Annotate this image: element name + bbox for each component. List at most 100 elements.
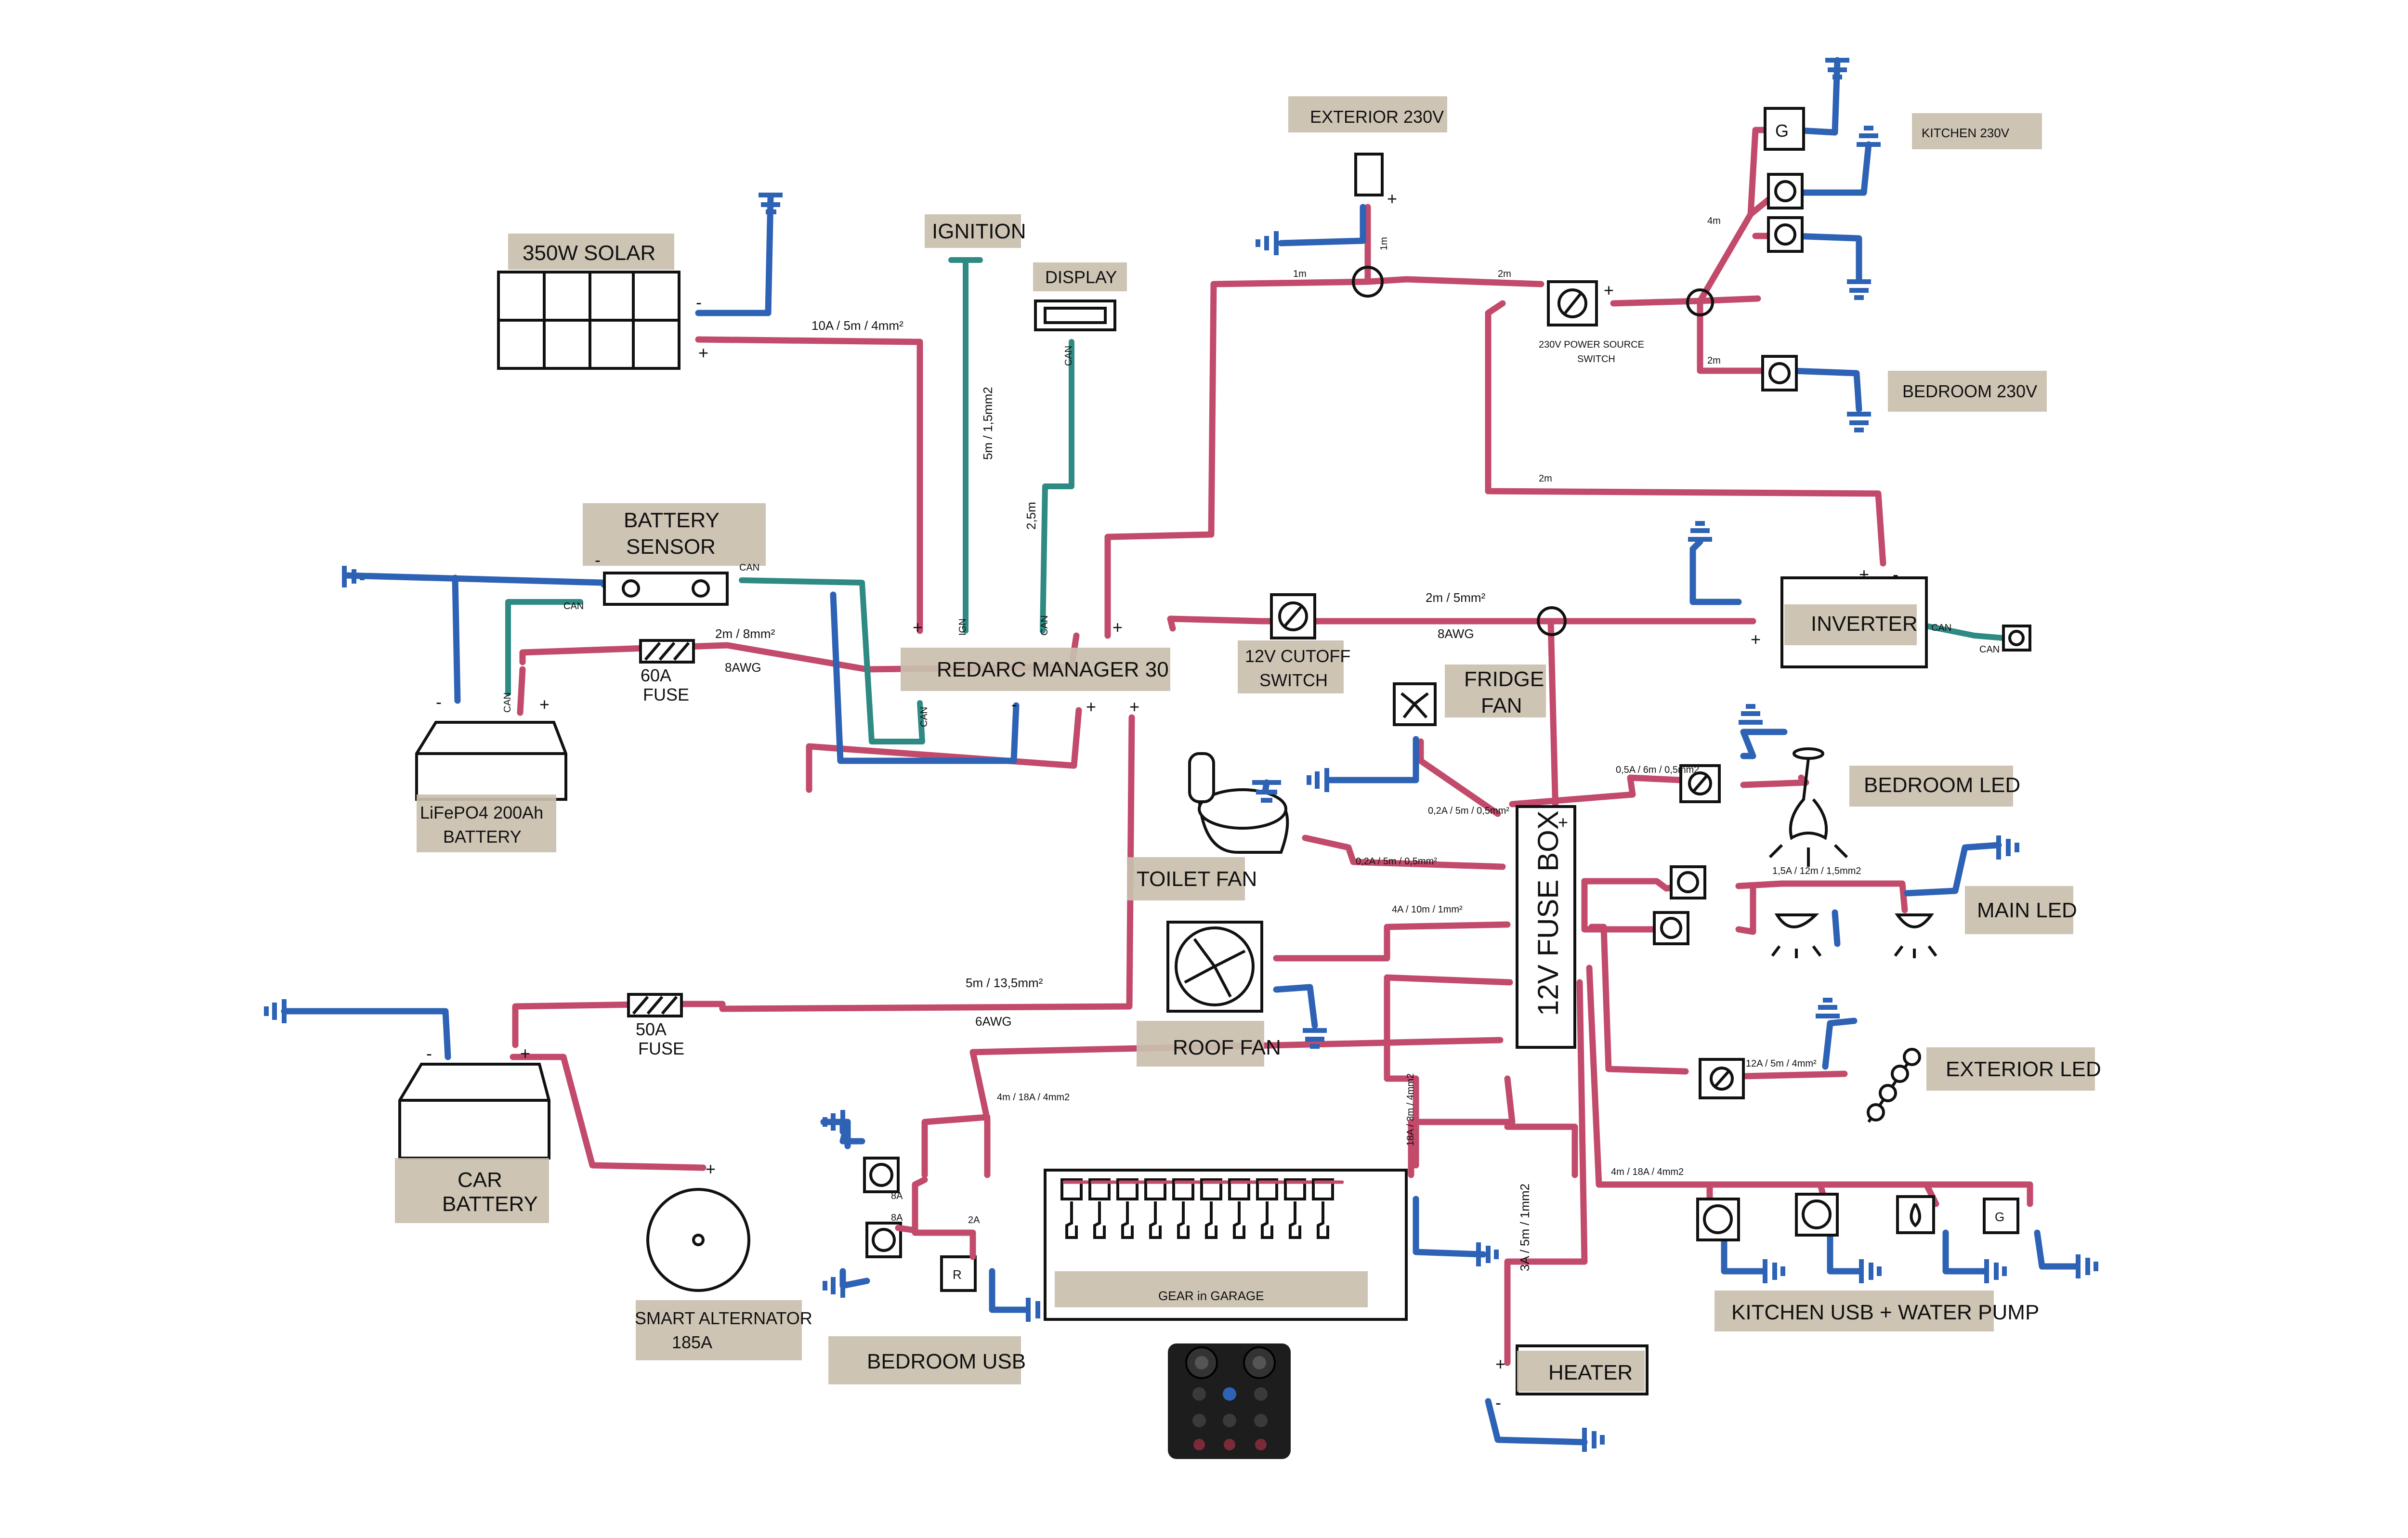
lifepo4-battery <box>415 721 567 801</box>
fridge-fan-label: FRIDGE <box>1464 667 1544 691</box>
kitchen-usb-1 <box>1696 1198 1740 1241</box>
exterior-230v-label: EXTERIOR 230V <box>1310 107 1444 127</box>
power-source-switch <box>1547 280 1598 326</box>
fuse-50a <box>627 993 683 1017</box>
kitchen-generator-switch: G <box>1983 1198 2019 1234</box>
toilet-fan-label: TOILET FAN <box>1137 867 1257 891</box>
display-can-label: CAN <box>1063 346 1074 366</box>
fuse-50a-label-2: FUSE <box>638 1039 684 1058</box>
junctions <box>1352 266 1714 636</box>
garage-fuse-panel <box>1044 1169 1408 1321</box>
water-pump-switch <box>1896 1195 1935 1234</box>
ground-icon <box>342 566 365 587</box>
garage-fuse-lead <box>1093 1201 1106 1239</box>
heater-wire-spec: 3A / 5m / 1mm2 <box>1518 1184 1532 1271</box>
bedroom-reading-switch: R <box>940 1255 977 1292</box>
bedroom-usb-2 <box>865 1222 902 1258</box>
garage-label: GEAR in GARAGE <box>1158 1289 1264 1303</box>
fuse-50a-label: 50A <box>636 1019 667 1039</box>
roof-fan-label: ROOF FAN <box>1173 1036 1281 1059</box>
fusebox-plus: + <box>1558 812 1568 832</box>
positive-wires <box>510 127 2033 1366</box>
battery-wire-awg: 8AWG <box>725 660 761 675</box>
fuse-60a-label: 60A <box>641 665 671 685</box>
ground-icon <box>1307 768 1329 792</box>
fuse-60a <box>639 639 695 664</box>
kitchen-usb-2 <box>1795 1193 1839 1237</box>
fridge-wire-spec: 0,2A / 5m / 0,5mm² <box>1428 806 1509 816</box>
svg-text:R: R <box>953 1267 962 1282</box>
ground-icon <box>1739 704 2019 860</box>
inverter-230-wire-spec: 2m <box>1539 473 1552 484</box>
svg-text:G: G <box>1995 1210 2004 1224</box>
garage-fuse-lead <box>1317 1201 1329 1239</box>
car-wire-awg: 6AWG <box>975 1014 1012 1029</box>
bedroom-r-feed-wire <box>912 1229 976 1260</box>
power-source-switch-label-2: SWITCH <box>1577 354 1615 365</box>
roof-fan <box>1166 921 1263 1013</box>
fuse-60a-label-2: FUSE <box>643 685 689 704</box>
inverter-can-label-2: CAN <box>1979 644 2000 655</box>
inverter-can-label: CAN <box>1931 623 1951 633</box>
solar-minus: - <box>696 292 702 312</box>
main-led-label: MAIN LED <box>1977 899 2077 922</box>
roof-wire-spec: 4A / 10m / 1mm² <box>1392 904 1463 915</box>
fuse-box: 12V FUSE BOX <box>1516 805 1576 1049</box>
car-wire-spec: 5m / 13,5mm² <box>966 976 1043 990</box>
kitchen-230v-label: KITCHEN 230V <box>1922 126 2010 140</box>
heater-minus: - <box>1495 1393 1501 1412</box>
cutoff-switch <box>1270 593 1316 639</box>
solar-plus: + <box>698 343 708 363</box>
redarc-plus-4: + <box>1129 697 1139 717</box>
battery-plus: + <box>539 694 550 714</box>
kitchen-usb-wire-spec: 4m / 18A / 4mm2 <box>1611 1167 1684 1177</box>
label-tapes <box>395 96 2095 1392</box>
heater-label: HEATER <box>1548 1361 1633 1384</box>
main-led <box>1653 865 1937 958</box>
redarc-minus: - <box>1011 694 1017 714</box>
redarc-can-label-2: CAN <box>1039 615 1050 636</box>
exterior-230v-socket <box>1354 153 1384 196</box>
garage-fuse-lead <box>1261 1201 1273 1239</box>
garage-fuse-lead <box>1289 1201 1301 1239</box>
lifepo4-label-2: BATTERY <box>443 827 522 847</box>
car-battery-minus: - <box>426 1043 432 1063</box>
switch-wire-spec: 2m <box>1498 269 1511 279</box>
ground-icon <box>759 193 783 214</box>
car-battery <box>398 1063 550 1160</box>
solar-label: 350W SOLAR <box>523 241 655 265</box>
redarc-label: REDARC MANAGER 30 <box>937 658 1169 681</box>
kitchen-wire-spec: 4m <box>1707 216 1721 226</box>
kitchen-usb-label: KITCHEN USB + WATER PUMP <box>1731 1301 2039 1324</box>
ground-icon <box>1816 998 1840 1018</box>
cutoff-switch-label-2: SWITCH <box>1259 670 1328 690</box>
fuse-box-label: 12V FUSE BOX <box>1532 810 1564 1016</box>
inverter-wire-spec: 2m / 5mm² <box>1426 590 1486 605</box>
solar-wire-spec: 10A / 5m / 4mm² <box>811 318 903 333</box>
inverter-wire-awg: 8AWG <box>1438 626 1474 641</box>
svg-text:G: G <box>1775 121 1789 141</box>
garage-fuse-lead <box>1205 1201 1217 1239</box>
ground-icon <box>1252 780 1281 803</box>
bedroom-led-wire-spec: 0,5A / 6m / 0,5mm2 <box>1616 765 1699 775</box>
battery-minus: - <box>436 692 442 712</box>
exterior-led-wire-spec: 12A / 5m / 4mm² <box>1746 1058 1817 1069</box>
ignition-wire-spec: 5m / 1,5mm2 <box>981 387 995 460</box>
bedroom-led-label: BEDROOM LED <box>1864 773 2020 797</box>
garage-fuse-lead <box>1149 1201 1162 1239</box>
bedroom-usb-ground-wire <box>820 1119 851 1149</box>
bedroom-led <box>1679 747 1848 867</box>
display-label: DISPLAY <box>1045 267 1117 287</box>
alternator-label-2: 185A <box>672 1332 712 1352</box>
switch-plus: + <box>1604 280 1614 300</box>
solar-panel <box>497 271 681 370</box>
sensor-can-label-2: CAN <box>563 601 584 612</box>
smart-alternator <box>646 1188 750 1292</box>
car-battery-label: CAR <box>458 1168 502 1192</box>
ext230-wire-spec: 1m <box>1293 269 1307 279</box>
alternator-plus: + <box>706 1159 716 1179</box>
battery-sensor-label: BATTERY <box>624 508 720 532</box>
power-source-switch-label: 230V POWER SOURCE <box>1539 339 1644 350</box>
alternator-label: SMART ALTERNATOR <box>635 1308 812 1328</box>
